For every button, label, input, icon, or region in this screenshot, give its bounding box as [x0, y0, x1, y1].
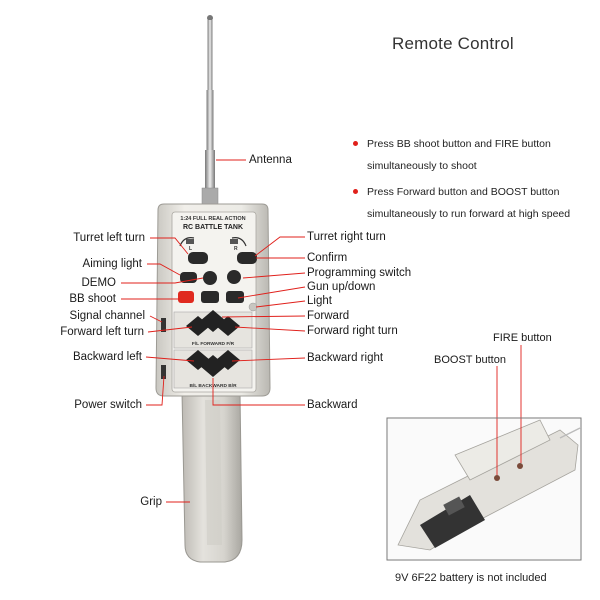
instruction-line: simultaneously to shoot — [367, 160, 477, 172]
page-title: Remote Control — [392, 34, 514, 53]
backward-button[interactable] — [200, 355, 226, 377]
instruction-item: Press BB shoot button and FIRE button si… — [352, 133, 592, 177]
svg-text:R: R — [234, 246, 238, 252]
demo-button[interactable] — [203, 271, 217, 285]
boost-button[interactable] — [494, 475, 500, 481]
forward-right-button[interactable] — [216, 316, 240, 336]
device-text-line2: RC BATTLE TANK — [183, 224, 243, 231]
antenna — [201, 15, 219, 209]
label-forward-right-turn: Forward right turn — [307, 325, 398, 337]
battery-caption: 9V 6F22 battery is not included — [395, 572, 547, 584]
label-confirm: Confirm — [307, 252, 348, 264]
direction-pad — [173, 310, 253, 389]
light-button[interactable] — [226, 291, 244, 303]
instruction-line: simultaneously to run forward at high sp… — [367, 208, 571, 220]
gun-up-down-button[interactable] — [201, 291, 219, 303]
label-backward: Backward — [307, 399, 358, 411]
label-fire-button: FIRE button — [493, 332, 552, 344]
label-signal-channel: Signal channel — [69, 310, 145, 322]
label-gun-up-down: Gun up/down — [307, 281, 376, 293]
instruction-item: Press Forward button and BOOST button si… — [352, 181, 592, 225]
turret-left-button[interactable] — [188, 252, 208, 264]
instruction-line: Press BB shoot button and FIRE button — [367, 138, 551, 150]
label-boost-button: BOOST button — [434, 354, 506, 366]
label-forward: Forward — [307, 310, 350, 322]
grip-handle — [181, 391, 243, 563]
inset-frame — [386, 417, 582, 561]
instruction-line: Press Forward button and BOOST button — [367, 186, 560, 198]
label-turret-left-turn: Turret left turn — [73, 232, 145, 244]
device-text-line1: 1:24 FULL REAL ACTION — [180, 216, 245, 222]
label-backward-right: Backward right — [307, 352, 384, 364]
label-forward-left-turn: Forward left turn — [60, 326, 144, 338]
programming-switch-button[interactable] — [227, 270, 241, 284]
label-demo: DEMO — [81, 277, 117, 289]
turret-right-icon: R — [230, 237, 247, 252]
bullet-icon — [353, 141, 358, 146]
signal-channel-switch[interactable] — [161, 318, 166, 332]
power-switch[interactable] — [161, 365, 166, 379]
leader-lines — [121, 159, 306, 503]
battery-compartment-illustration — [388, 419, 581, 559]
label-power-switch: Power switch — [74, 399, 142, 411]
label-programming-switch: Programming switch — [307, 267, 412, 279]
instruction-list: Press BB shoot button and FIRE button si… — [352, 133, 592, 229]
label-turret-right-turn: Turret right turn — [307, 231, 386, 243]
label-grip: Grip — [140, 496, 162, 508]
forward-left-button[interactable] — [186, 316, 210, 336]
label-light: Light — [307, 295, 332, 307]
label-antenna: Antenna — [249, 154, 292, 166]
label-backward-left: Backward left — [72, 351, 142, 363]
bullet-icon — [353, 189, 358, 194]
bb-shoot-button[interactable] — [178, 291, 194, 303]
label-aiming-light: Aiming light — [82, 258, 142, 270]
forward-row-text: F/L FORWARD F/R — [192, 341, 235, 347]
fire-button[interactable] — [517, 463, 523, 469]
svg-text:L: L — [189, 246, 192, 252]
light-indicator — [248, 302, 258, 312]
turret-right-button[interactable] — [237, 252, 257, 264]
label-bb-shoot: BB shoot — [69, 293, 116, 305]
inset-leader-lines — [496, 345, 522, 475]
